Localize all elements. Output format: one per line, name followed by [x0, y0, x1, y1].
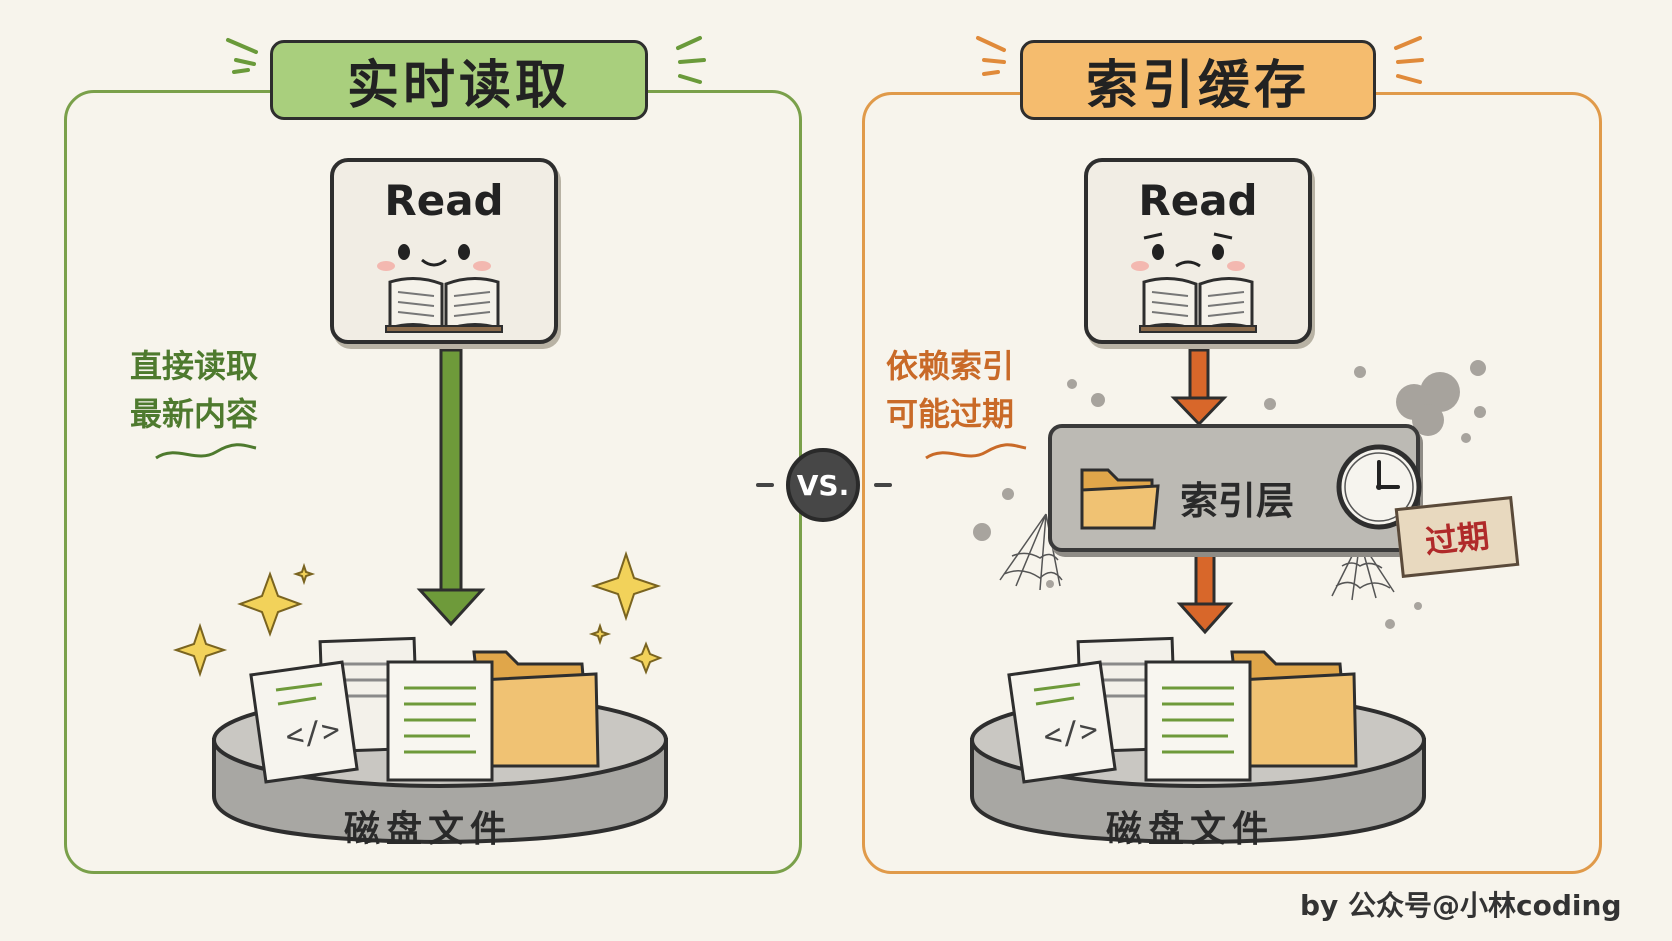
read-label: Read: [1138, 176, 1258, 225]
code-file-icon: </>: [1007, 660, 1117, 784]
index-cache-note: 依赖索引 可能过期: [886, 342, 1014, 438]
document-icon: [386, 660, 494, 782]
read-label: Read: [384, 176, 504, 225]
squiggle-left: [155, 443, 257, 460]
folder-icon: [472, 650, 600, 768]
disk-files-label-right: 磁盘文件: [1106, 809, 1275, 850]
index-layer-label: 索引层: [1180, 479, 1295, 523]
folder-icon: [1080, 468, 1160, 530]
emphasis-marks-right: [976, 36, 1424, 84]
disk-files-label-left: 磁盘文件: [344, 809, 513, 850]
book-icon: [1139, 277, 1257, 333]
author-credit: by 公众号@小林coding: [1300, 889, 1622, 922]
dust-icon: [973, 360, 1486, 782]
note-line: 依赖索引: [886, 347, 1015, 385]
document-icon: [1144, 660, 1252, 782]
squiggle-right: [925, 443, 1027, 460]
svg-text:</>: </>: [1041, 712, 1100, 754]
note-line: 最新内容: [130, 395, 259, 433]
arrow-down-right-lower: [1176, 550, 1234, 635]
arrow-down-right-upper: [1170, 348, 1228, 427]
happy-face-icon: [377, 244, 491, 271]
code-file-icon: </>: [249, 660, 359, 784]
book-icon: [385, 277, 503, 333]
svg-text:</>: </>: [283, 712, 342, 754]
sparkle-icon: [172, 550, 663, 678]
expired-tag: 过期: [1394, 496, 1520, 578]
file-stack-right: </>: [1007, 636, 1358, 784]
read-card-left: Read: [330, 158, 558, 344]
note-line: 可能过期: [886, 395, 1015, 433]
file-stack-left: </>: [249, 636, 600, 784]
vs-badge: VS.: [786, 448, 860, 522]
realtime-read-note: 直接读取 最新内容: [130, 342, 258, 438]
realtime-read-title: 实时读取: [270, 40, 648, 120]
note-line: 直接读取: [130, 347, 259, 385]
worried-face-icon: [1131, 232, 1245, 271]
read-card-right: Read: [1084, 158, 1312, 344]
arrow-down-left: [416, 348, 486, 627]
index-cache-title: 索引缓存: [1020, 40, 1376, 120]
cobweb-icon: [999, 513, 1395, 601]
emphasis-marks-left: [226, 36, 706, 84]
